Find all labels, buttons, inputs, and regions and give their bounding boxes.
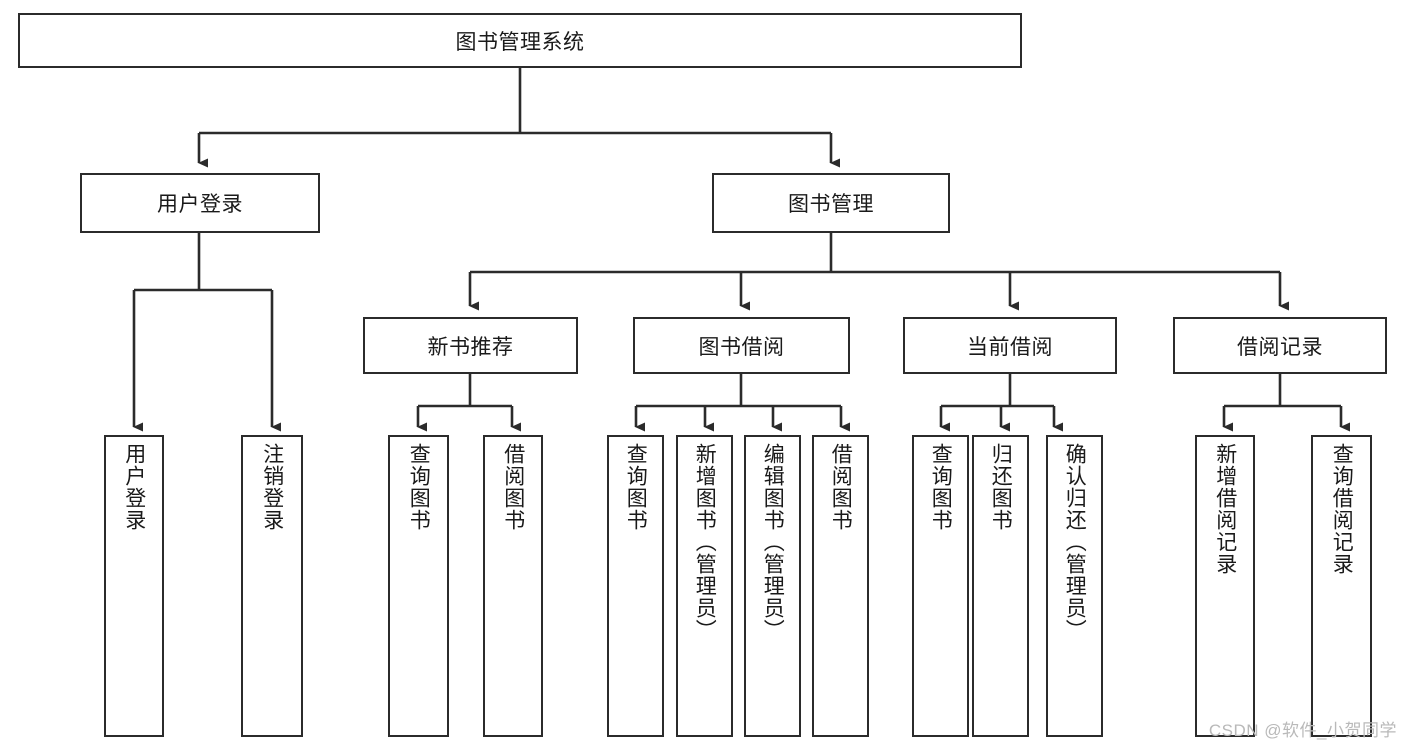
node-leaf-query-book-current-label: 查询图书	[929, 443, 953, 531]
node-current-borrow-label: 当前借阅	[967, 335, 1053, 359]
node-leaf-query-book-borrow[interactable]: 查询图书	[607, 435, 664, 737]
node-leaf-borrow-book-rec[interactable]: 借阅图书	[483, 435, 543, 737]
node-leaf-edit-book-admin-label: 编辑图书（管理员）	[761, 443, 785, 641]
node-leaf-add-book-admin-label: 新增图书（管理员）	[693, 443, 717, 641]
node-book-borrow-label: 图书借阅	[698, 335, 785, 359]
node-leaf-add-borrow-record-label: 新增借阅记录	[1213, 443, 1237, 575]
node-leaf-edit-book-admin[interactable]: 编辑图书（管理员）	[744, 435, 801, 737]
node-leaf-confirm-return-admin[interactable]: 确认归还（管理员）	[1046, 435, 1103, 737]
node-leaf-query-book-rec-label: 查询图书	[407, 443, 431, 531]
node-leaf-user-login-label: 用户登录	[122, 443, 146, 531]
node-borrow-record[interactable]: 借阅记录	[1173, 317, 1387, 374]
node-user-login-label: 用户登录	[157, 193, 243, 216]
node-leaf-logout-login-label: 注销登录	[260, 443, 284, 531]
node-leaf-user-login[interactable]: 用户登录	[104, 435, 164, 737]
node-leaf-query-borrow-record-label: 查询借阅记录	[1330, 443, 1354, 575]
node-user-login[interactable]: 用户登录	[80, 173, 320, 233]
node-leaf-add-borrow-record[interactable]: 新增借阅记录	[1195, 435, 1255, 737]
node-leaf-query-book-current[interactable]: 查询图书	[912, 435, 969, 737]
node-leaf-query-book-rec[interactable]: 查询图书	[388, 435, 449, 737]
node-book-manage[interactable]: 图书管理	[712, 173, 950, 233]
node-current-borrow[interactable]: 当前借阅	[903, 317, 1117, 374]
node-book-manage-label: 图书管理	[788, 193, 874, 216]
node-leaf-borrow-book-label: 借阅图书	[829, 443, 853, 531]
node-leaf-return-book[interactable]: 归还图书	[972, 435, 1029, 737]
node-new-book-rec-label: 新书推荐	[427, 335, 514, 359]
node-leaf-return-book-label: 归还图书	[989, 443, 1013, 531]
node-root-label: 图书管理系统	[455, 30, 585, 54]
node-leaf-logout-login[interactable]: 注销登录	[241, 435, 303, 737]
node-book-borrow[interactable]: 图书借阅	[633, 317, 850, 374]
node-leaf-borrow-book-rec-label: 借阅图书	[501, 443, 525, 531]
node-leaf-query-borrow-record[interactable]: 查询借阅记录	[1311, 435, 1372, 737]
node-leaf-add-book-admin[interactable]: 新增图书（管理员）	[676, 435, 733, 737]
node-borrow-record-label: 借阅记录	[1237, 335, 1323, 359]
node-leaf-confirm-return-admin-label: 确认归还（管理员）	[1063, 443, 1087, 641]
node-new-book-rec[interactable]: 新书推荐	[363, 317, 578, 374]
node-root[interactable]: 图书管理系统	[18, 13, 1022, 68]
node-leaf-borrow-book[interactable]: 借阅图书	[812, 435, 869, 737]
node-leaf-query-book-borrow-label: 查询图书	[624, 443, 648, 531]
csdn-watermark: CSDN @软件_小贺同学	[1208, 721, 1397, 740]
